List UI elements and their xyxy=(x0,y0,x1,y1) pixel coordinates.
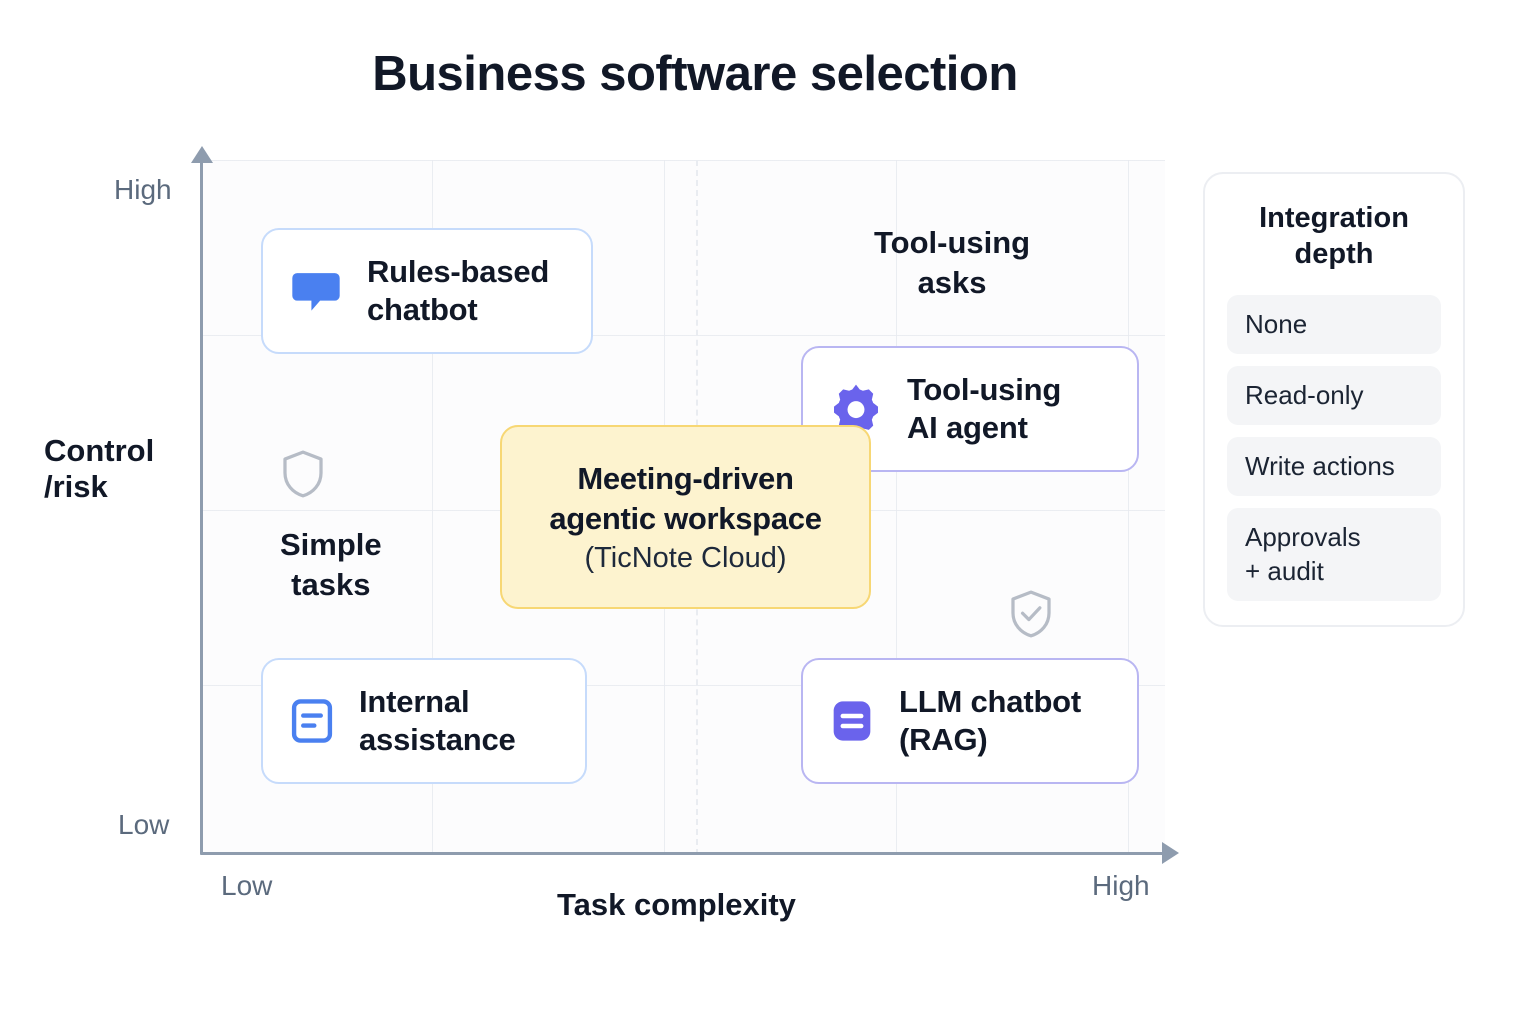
legend-item-read-only[interactable]: Read-only xyxy=(1227,365,1441,426)
legend-item-none[interactable]: None xyxy=(1227,294,1441,354)
lines-square-icon xyxy=(827,696,877,746)
y-axis-low-label: Low xyxy=(118,809,170,840)
highlight-title-line2: agentic workspace xyxy=(549,501,822,536)
node-label-line1: Tool-using xyxy=(907,372,1062,408)
shield-check-icon xyxy=(1008,588,1054,640)
y-axis-title-line1: Control xyxy=(44,433,155,468)
node-card-label: Internal assistance xyxy=(359,683,516,759)
node-label-line1: Rules-based xyxy=(367,254,550,290)
legend-title: Integration depth xyxy=(1227,200,1441,273)
highlight-card-title: Meeting-driven agentic workspace xyxy=(549,459,822,538)
y-axis-line xyxy=(191,146,213,855)
node-card-internal-assistance[interactable]: Internal assistance xyxy=(261,658,587,784)
highlight-title-line1: Meeting-driven xyxy=(577,461,794,497)
x-axis-high-label: High xyxy=(1092,870,1150,901)
legend-title-line2: depth xyxy=(1294,238,1374,271)
highlight-card-meeting-driven-agentic-workspace[interactable]: Meeting-driven agentic workspace (TicNot… xyxy=(500,425,871,609)
x-axis-low-label: Low xyxy=(221,870,273,901)
x-axis-title: Task complexity xyxy=(557,887,796,922)
node-card-label: Tool-using AI agent xyxy=(907,371,1061,447)
node-card-llm-chatbot-rag[interactable]: LLM chatbot (RAG) xyxy=(801,658,1139,784)
annotation-tool-using-asks-line1: Tool-using xyxy=(874,225,1031,260)
annotation-tool-using-asks-line2: asks xyxy=(917,265,987,301)
annotation-simple-tasks-line1: Simple xyxy=(280,527,382,562)
legend-panel-integration-depth: Integration depth None Read-only Write a… xyxy=(1203,172,1465,627)
annotation-simple-tasks-line2: tasks xyxy=(291,567,371,603)
page-title: Business software selection xyxy=(372,47,1018,101)
x-axis-arrow-icon xyxy=(1162,842,1179,864)
node-card-label: LLM chatbot (RAG) xyxy=(899,683,1081,759)
legend-title-line1: Integration xyxy=(1259,202,1409,234)
node-label-line2: chatbot xyxy=(367,292,478,327)
y-axis-title: Control /risk xyxy=(44,433,154,505)
node-card-rules-based-chatbot[interactable]: Rules-based chatbot xyxy=(261,228,593,354)
x-axis-line xyxy=(200,842,1179,864)
node-label-line2: AI agent xyxy=(907,410,1028,445)
y-axis-arrow-icon xyxy=(191,146,213,163)
legend-item-write-actions[interactable]: Write actions xyxy=(1227,437,1441,497)
gear-icon xyxy=(827,380,885,438)
node-label-line1: LLM chatbot xyxy=(899,684,1082,720)
y-axis-high-label: High xyxy=(114,174,172,205)
document-note-icon xyxy=(287,696,337,746)
node-label-line1: Internal xyxy=(359,684,470,720)
node-label-line2: assistance xyxy=(359,722,516,757)
shield-icon xyxy=(280,448,326,500)
legend-item-approvals-audit[interactable]: Approvals + audit xyxy=(1227,508,1441,601)
y-axis-title-line2: /risk xyxy=(44,468,108,504)
annotation-tool-using-asks: Tool-using asks xyxy=(874,223,1030,304)
annotation-simple-tasks: Simple tasks xyxy=(280,525,382,606)
speech-bubble-icon xyxy=(287,262,345,320)
node-label-line2: (RAG) xyxy=(899,722,988,757)
node-card-label: Rules-based chatbot xyxy=(367,253,549,329)
highlight-card-subtitle: (TicNote Cloud) xyxy=(584,541,787,574)
